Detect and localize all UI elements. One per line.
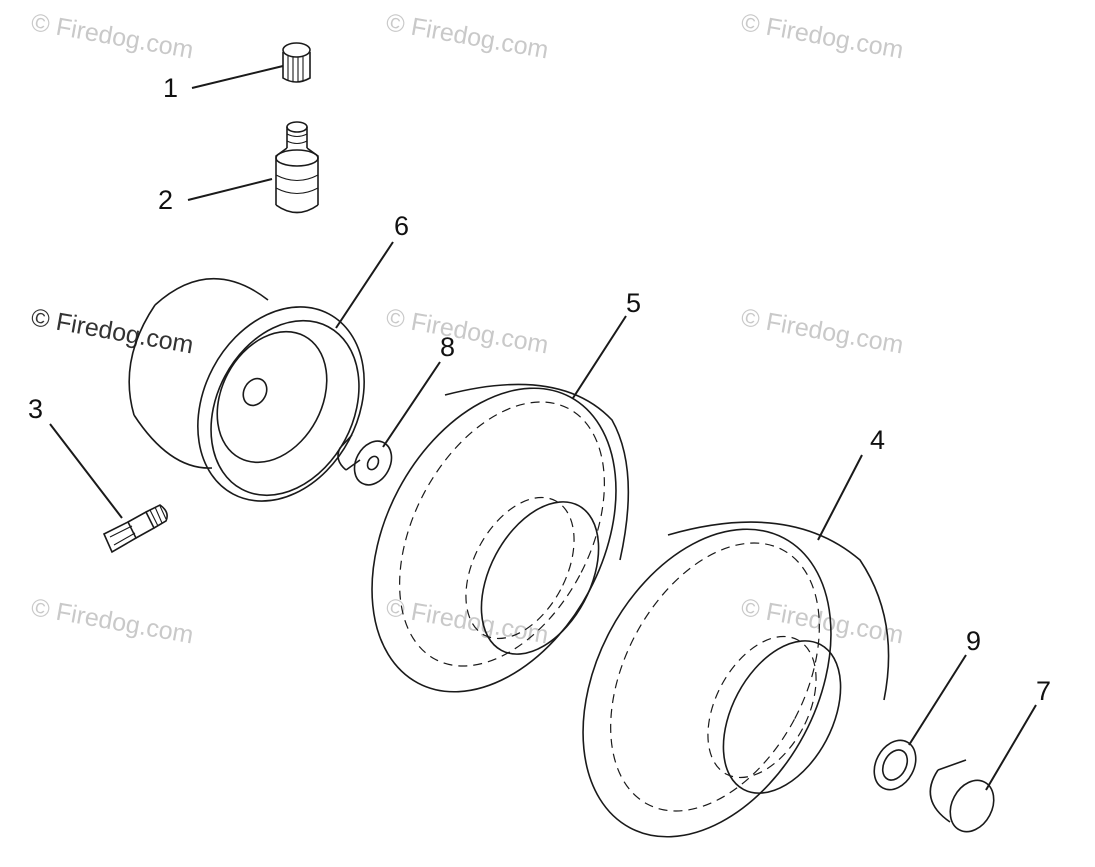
watermark: © Firedog.com [739,303,906,359]
hub-cap-part [929,759,995,833]
callout-6: 6 [394,211,409,241]
leader-line-6 [335,241,394,329]
watermark: © Firedog.com [739,8,906,64]
leader-line-7 [985,704,1037,791]
leader-line-8 [382,361,441,448]
leader-line-4 [817,454,863,541]
valve-cap-part [282,42,311,83]
callout-9: 9 [966,626,981,656]
tire-front-part [371,383,630,693]
leader-line-3 [49,423,123,519]
bushing-part [337,434,393,486]
grease-fitting-part [102,504,168,554]
leader-line-5 [572,315,627,399]
watermark: © Firedog.com [384,593,551,649]
watermark: © Firedog.com [384,303,551,359]
wheel-rim-part [128,277,365,502]
callout-1: 1 [163,73,178,103]
callout-3: 3 [28,394,43,424]
tire-rear-part [582,521,890,838]
valve-stem-part [275,121,319,214]
leader-lines [49,65,1037,791]
watermark: © Firedog.com [384,8,551,64]
washer-part [873,739,917,791]
watermark: © Firedog.com [29,8,196,64]
callout-8: 8 [440,332,455,362]
leader-line-9 [908,654,967,746]
callouts: 1 2 3 4 5 6 7 8 9 [28,73,1051,706]
callout-5: 5 [626,288,641,318]
leader-line-1 [191,65,284,89]
leader-line-2 [187,178,273,201]
watermarks: © Firedog.com © Firedog.com © Firedog.co… [29,8,906,649]
callout-2: 2 [158,185,173,215]
callout-4: 4 [870,425,885,455]
callout-7: 7 [1036,676,1051,706]
watermark: © Firedog.com [29,303,196,359]
watermark: © Firedog.com [29,593,196,649]
